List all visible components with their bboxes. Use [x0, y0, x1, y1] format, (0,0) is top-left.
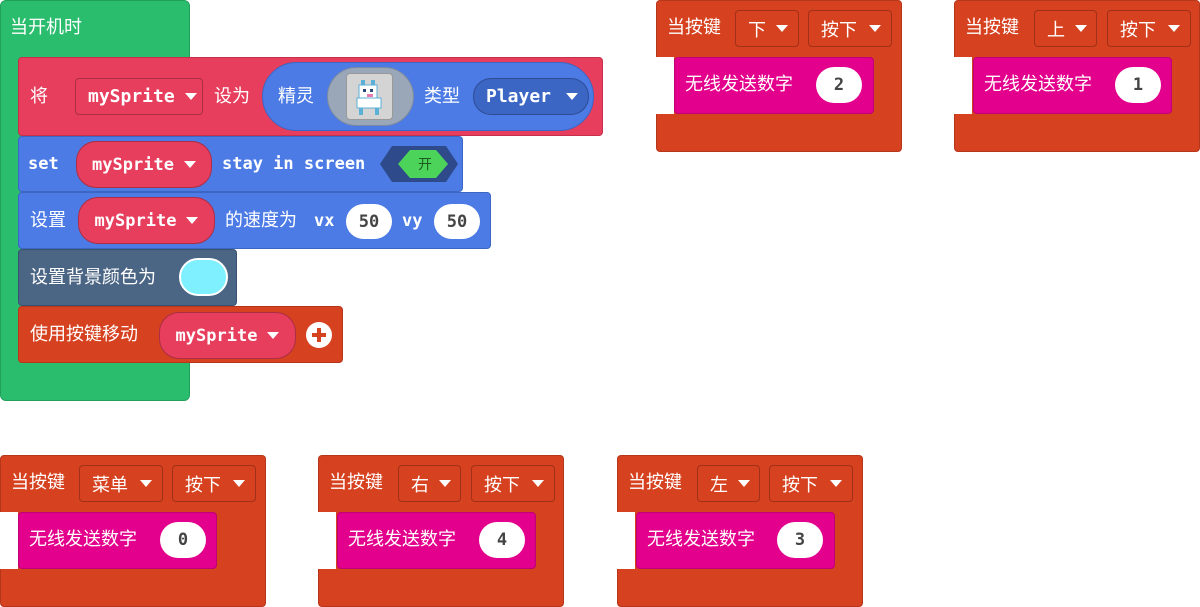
chevron-down-icon — [186, 217, 199, 224]
number-input[interactable]: 3 — [777, 522, 823, 558]
button-event-block[interactable]: 当按键 左 按下 无线发送数字 3 — [617, 455, 863, 607]
event-prefix: 当按键 — [329, 472, 383, 493]
sprite-var-dropdown[interactable]: mySprite — [75, 78, 203, 115]
radio-send-label: 无线发送数字 — [29, 529, 137, 550]
action-dropdown[interactable]: 按下 — [172, 465, 256, 502]
velocity-prefix: 设置 — [30, 210, 66, 231]
vy-input[interactable]: 50 — [434, 204, 480, 239]
chevron-down-icon — [830, 480, 842, 487]
number-input[interactable]: 1 — [1115, 67, 1161, 103]
action-dropdown[interactable]: 按下 — [1107, 10, 1191, 47]
button-dropdown[interactable]: 菜单 — [79, 465, 163, 502]
set-mid: 设为 — [214, 86, 250, 107]
number-input[interactable]: 4 — [479, 522, 525, 558]
chevron-down-icon — [233, 480, 245, 487]
chevron-down-icon — [869, 25, 881, 32]
kind-label: 类型 — [424, 86, 460, 107]
vx-input[interactable]: 50 — [346, 204, 392, 239]
button-event-block[interactable]: 当按键 菜单 按下 无线发送数字 0 — [0, 455, 266, 607]
event-prefix: 当按键 — [628, 472, 682, 493]
chevron-down-icon — [1168, 25, 1180, 32]
radio-send-label: 无线发送数字 — [647, 529, 755, 550]
toggle-value: 开 — [418, 157, 432, 173]
sprite-kind-dropdown[interactable]: Player — [473, 78, 589, 115]
action-dropdown[interactable]: 按下 — [808, 10, 892, 47]
radio-send-label: 无线发送数字 — [685, 74, 793, 95]
velocity-mid: 的速度为 — [225, 210, 297, 231]
chevron-down-icon — [738, 480, 750, 487]
chevron-down-icon — [776, 25, 788, 32]
button-event-block[interactable]: 当按键 上 按下 无线发送数字 1 — [954, 0, 1200, 152]
button-event-block[interactable]: 当按键 右 按下 无线发送数字 4 — [318, 455, 564, 607]
chevron-down-icon — [184, 93, 197, 100]
chevron-down-icon — [267, 332, 280, 339]
llama-sprite-icon — [346, 73, 393, 120]
button-dropdown[interactable]: 上 — [1034, 10, 1097, 47]
event-prefix: 当按键 — [11, 472, 65, 493]
action-dropdown[interactable]: 按下 — [769, 465, 853, 502]
button-dropdown[interactable]: 左 — [697, 465, 760, 502]
chevron-down-icon — [1075, 25, 1087, 32]
chevron-down-icon — [532, 480, 544, 487]
button-dropdown[interactable]: 下 — [735, 10, 799, 47]
radio-send-label: 无线发送数字 — [984, 74, 1092, 95]
background-color-label: 设置背景颜色为 — [30, 267, 156, 288]
chevron-down-icon — [566, 93, 578, 100]
move-label: 使用按键移动 — [30, 324, 138, 345]
chevron-down-icon — [439, 480, 451, 487]
number-input[interactable]: 2 — [816, 67, 862, 103]
action-dropdown[interactable]: 按下 — [471, 465, 555, 502]
vy-label: vy — [402, 211, 423, 231]
on-start-label: 当开机时 — [10, 17, 82, 38]
chevron-down-icon — [140, 480, 152, 487]
toggle-switch[interactable]: 开 — [378, 144, 458, 184]
number-input[interactable]: 0 — [160, 522, 206, 558]
velocity-var-dropdown[interactable]: mySprite — [78, 197, 215, 244]
color-swatch[interactable] — [179, 258, 228, 296]
chevron-down-icon — [183, 161, 196, 168]
stay-prefix: set — [28, 154, 59, 174]
button-event-block[interactable]: 当按键 下 按下 无线发送数字 2 — [656, 0, 902, 152]
stay-var-dropdown[interactable]: mySprite — [76, 141, 212, 188]
vx-label: vx — [314, 211, 335, 231]
button-dropdown[interactable]: 右 — [398, 465, 461, 502]
move-var-dropdown[interactable]: mySprite — [159, 312, 296, 359]
add-icon[interactable] — [306, 322, 332, 348]
event-prefix: 当按键 — [667, 17, 721, 38]
set-prefix: 将 — [30, 86, 48, 107]
event-prefix: 当按键 — [965, 17, 1019, 38]
stay-suffix: stay in screen — [222, 154, 366, 174]
radio-send-label: 无线发送数字 — [348, 529, 456, 550]
sprite-label: 精灵 — [278, 86, 314, 107]
